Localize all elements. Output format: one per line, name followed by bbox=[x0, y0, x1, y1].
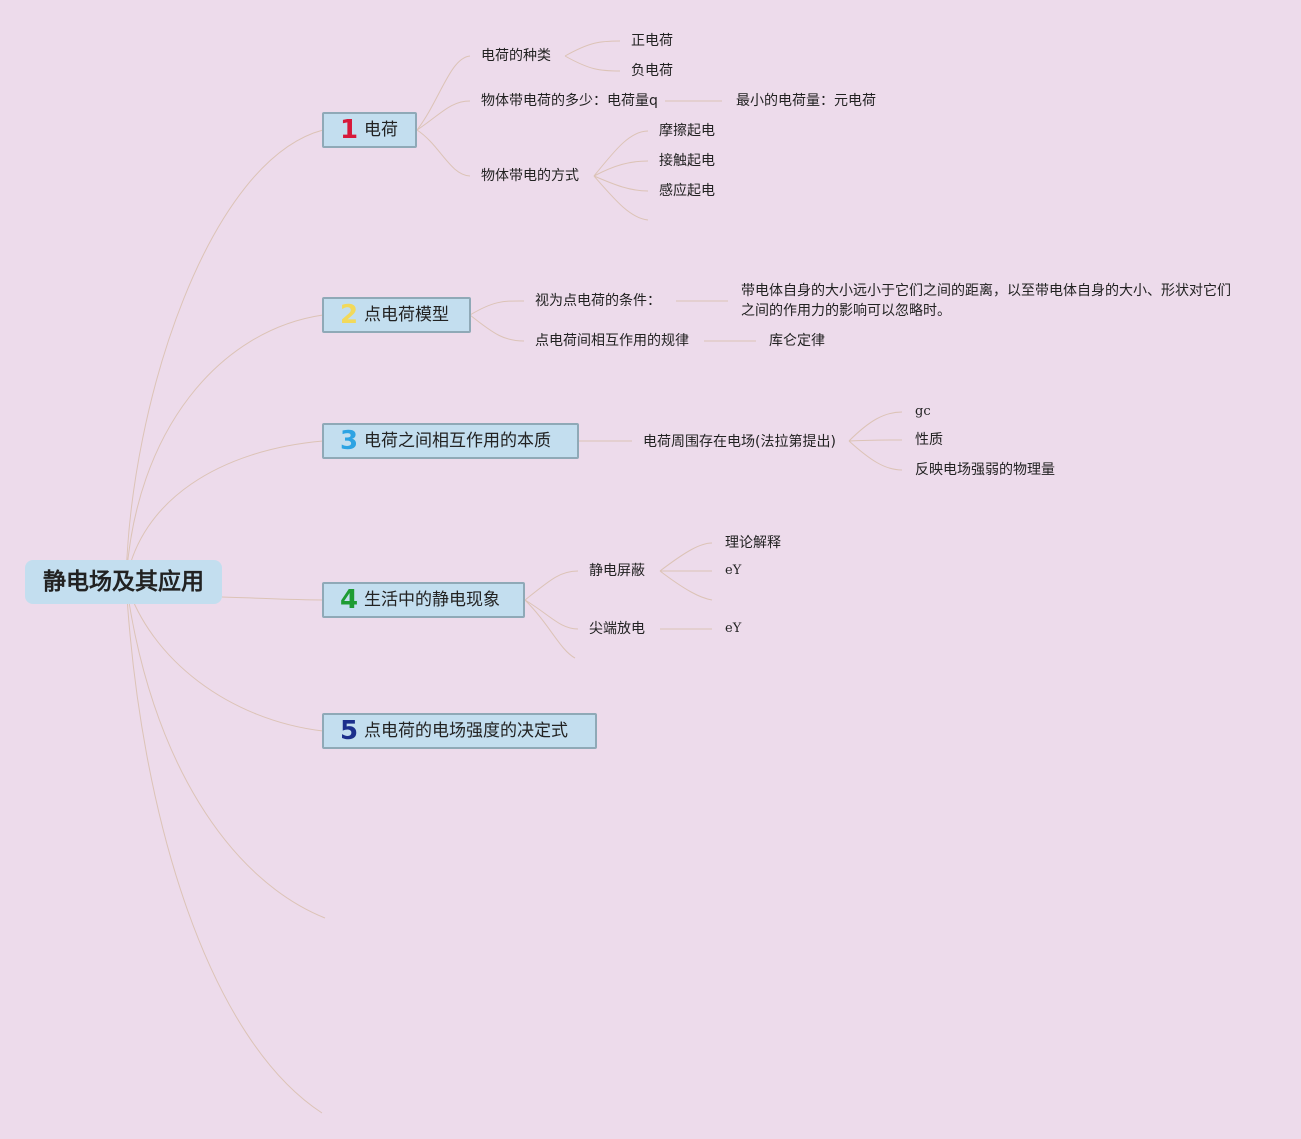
subtopic-interaction-law[interactable]: 点电荷间相互作用的规律 bbox=[535, 333, 689, 349]
topic-number-1: 1 bbox=[340, 115, 359, 145]
subtopic-point-charge-condition[interactable]: 视为点电荷的条件： bbox=[535, 293, 661, 309]
link-shielding-theory bbox=[659, 542, 713, 572]
link-root-topic2 bbox=[125, 314, 324, 583]
topic-label: 电荷 bbox=[364, 120, 398, 140]
link-methods-induction bbox=[593, 175, 649, 192]
link-t4-shielding bbox=[524, 570, 579, 601]
subtopic-induction-charging[interactable]: 感应起电 bbox=[659, 183, 715, 199]
subtopic-negative-charge[interactable]: 负电荷 bbox=[631, 63, 673, 79]
subtopic-point-discharge[interactable]: 尖端放电 bbox=[589, 621, 645, 637]
subtopic-coulomb-law[interactable]: 库仑定律 bbox=[769, 333, 825, 349]
subtopic-positive-charge[interactable]: 正电荷 bbox=[631, 33, 673, 49]
subtopic-electrostatic-shielding[interactable]: 静电屏蔽 bbox=[589, 563, 645, 579]
subtopic-electric-field[interactable]: 电荷周围存在电场(法拉第提出) bbox=[643, 434, 836, 450]
subtopic-charge-amount[interactable]: 物体带电荷的多少：电荷量q bbox=[481, 93, 658, 109]
link-t1-methods bbox=[416, 129, 471, 177]
link-t1-amount bbox=[416, 100, 471, 131]
subtopic-theory-explanation[interactable]: 理论解释 bbox=[725, 535, 781, 551]
link-shielding-extra bbox=[659, 570, 713, 601]
subtopic-shielding-ey[interactable]: eY bbox=[725, 563, 742, 578]
topic-label: 点电荷模型 bbox=[364, 305, 449, 325]
root-topic[interactable]: 静电场及其应用 bbox=[25, 560, 222, 604]
topic-number-3: 3 bbox=[340, 426, 359, 456]
topic-number-4: 4 bbox=[340, 585, 359, 615]
subtopic-gc[interactable]: gc bbox=[915, 404, 931, 419]
topic-label: 点电荷的电场强度的决定式 bbox=[364, 721, 568, 741]
link-methods-contact bbox=[593, 160, 649, 177]
link-t2-law bbox=[469, 314, 525, 342]
subtopic-condition-detail[interactable]: 带电体自身的大小远小于它们之间的距离，以至带电体自身的大小、形状对它们之间的作用… bbox=[741, 283, 1231, 319]
link-field-gc bbox=[848, 411, 903, 442]
topic-number-2: 2 bbox=[340, 300, 359, 330]
link-methods-friction bbox=[593, 130, 649, 177]
link-root-topic5 bbox=[125, 581, 324, 732]
link-t2-condition bbox=[469, 300, 525, 316]
link-root-topic1 bbox=[125, 129, 324, 583]
link-root-extra2 bbox=[125, 581, 323, 1114]
link-field-quantity bbox=[848, 440, 903, 471]
topic-label: 电荷之间相互作用的本质 bbox=[364, 431, 551, 451]
subtopic-charge-kinds[interactable]: 电荷的种类 bbox=[481, 48, 551, 64]
link-kinds-negative bbox=[564, 55, 621, 72]
subtopic-contact-charging[interactable]: 接触起电 bbox=[659, 153, 715, 169]
link-root-extra1 bbox=[125, 581, 326, 919]
topic-label: 生活中的静电现象 bbox=[364, 590, 500, 610]
link-root-topic4 bbox=[221, 596, 324, 601]
link-methods-extra bbox=[593, 175, 649, 221]
subtopic-field-quantity[interactable]: 反映电场强弱的物理量 bbox=[915, 462, 1055, 478]
subtopic-discharge-ey[interactable]: eY bbox=[725, 621, 742, 636]
subtopic-field-property[interactable]: 性质 bbox=[915, 432, 943, 448]
link-root-topic3 bbox=[125, 440, 324, 583]
link-field-property bbox=[848, 439, 903, 442]
subtopic-friction-charging[interactable]: 摩擦起电 bbox=[659, 123, 715, 139]
subtopic-charging-methods[interactable]: 物体带电的方式 bbox=[481, 168, 579, 184]
link-t1-kinds bbox=[416, 55, 471, 131]
subtopic-elementary-charge[interactable]: 最小的电荷量：元电荷 bbox=[736, 93, 876, 109]
link-t4-extra bbox=[524, 599, 576, 659]
topic-number-5: 5 bbox=[340, 716, 359, 746]
link-kinds-positive bbox=[564, 40, 621, 57]
link-t4-discharge bbox=[524, 599, 579, 630]
